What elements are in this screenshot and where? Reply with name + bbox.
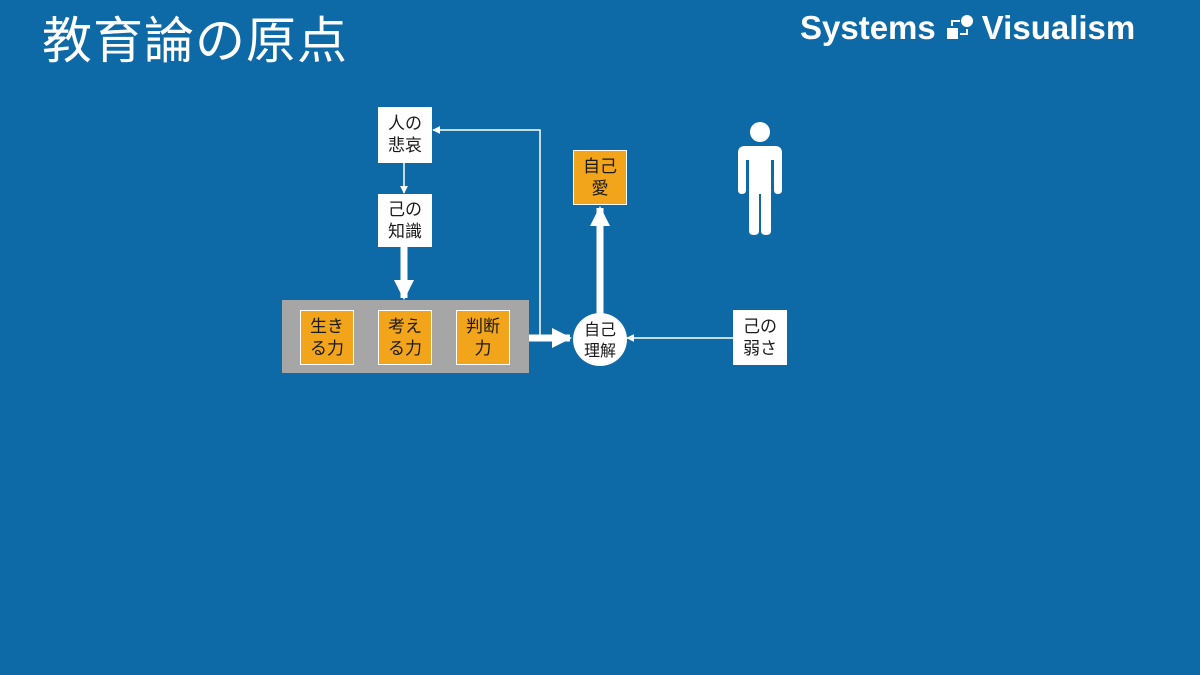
node-judgment: 判断 力 [456,310,510,365]
node-self-understanding: 自己 理解 [573,313,627,366]
node-ability-to-live: 生き る力 [300,310,354,365]
brand-right-text: Visualism [981,9,1136,46]
node-self-weakness: 己の 弱さ [733,310,787,365]
node-ability-to-think: 考え る力 [378,310,432,365]
node-self-love: 自己 愛 [573,150,627,205]
node-human-sorrow: 人の 悲哀 [378,107,432,163]
systems-loop-icon [946,15,973,39]
page-title: 教育論の原点 [42,12,348,70]
node-self-knowledge: 己の 知識 [378,194,432,247]
brand-left-text: Systems [800,9,936,46]
brand-logo: Systems Visualism [800,8,1135,48]
edge-abilities-to-sorrow-feedback [432,126,541,338]
person-icon [738,122,782,235]
